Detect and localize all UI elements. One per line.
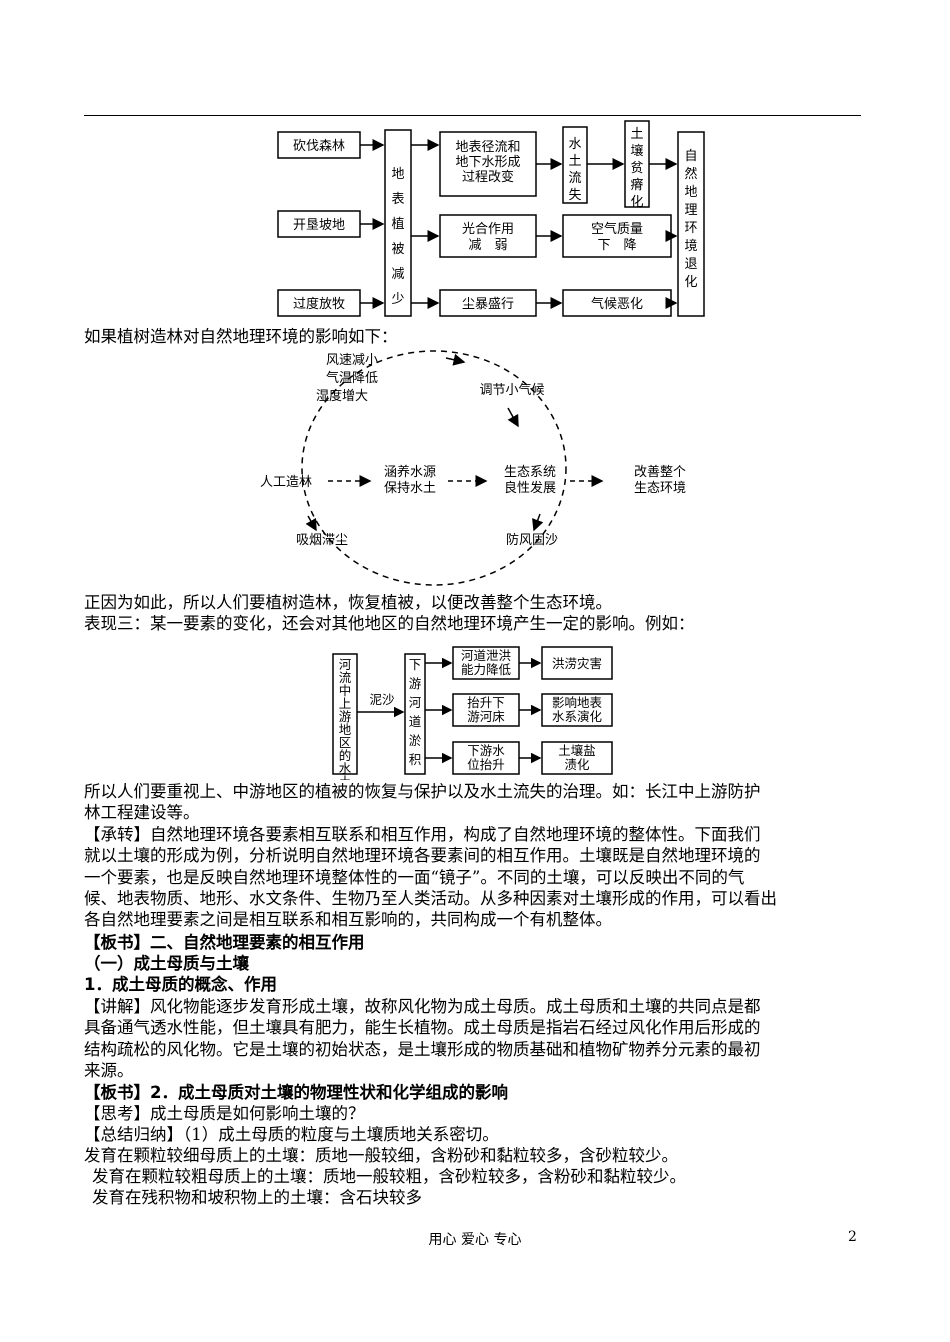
center-eco: 生态系统良性发展 xyxy=(504,465,556,496)
result-degradation: 自然地理环境退化 xyxy=(684,149,697,290)
line-coarse: 发育在颗粒较粗母质上的土壤：质地一般较粗，含砂粒较多，含粉砂和黏粒较少。 xyxy=(92,1167,686,1186)
paragraph-explain: 【讲解】风化物能逐步发育形成土壤，故称风化物为成土母质。成土母质和土壤的共同点是… xyxy=(84,997,761,1080)
c3-air: 空气质量下 降 xyxy=(591,221,643,253)
line-think: 【思考】成土母质是如何影响土壤的？ xyxy=(84,1104,365,1123)
mid-photo: 光合作用减 弱 xyxy=(462,222,514,253)
mid-flood-cap: 河道泄洪能力降低 xyxy=(461,648,512,677)
bottom-left-dust: 吸烟滞尘 xyxy=(296,533,348,548)
arrow-label-silt: 泥沙 xyxy=(369,692,395,707)
c3-erosion: 水土流失 xyxy=(568,137,581,203)
bottom-right-sand: 防风固沙 xyxy=(506,532,558,548)
downstream-deposition: 下游河道淤积 xyxy=(409,657,422,767)
top-left-effects: 风速减小气温降低湿度增大 xyxy=(316,353,378,404)
soil-infertile: 土壤贫瘠化 xyxy=(630,127,643,210)
heading-parent-material: （一）成土母质与土壤 xyxy=(84,954,249,973)
center-water: 涵养水源保持水土 xyxy=(384,464,436,496)
end-salinization: 土壤盐渍化 xyxy=(558,743,596,772)
top-right-effect: 调节小气候 xyxy=(479,382,544,398)
page-number: 2 xyxy=(848,1229,857,1245)
mid-dust: 尘暴盛行 xyxy=(462,297,514,312)
cause-deforest: 砍伐森林 xyxy=(293,139,345,154)
line-summary: 【总结归纳】（1）成土母质的粒度与土壤质地关系密切。 xyxy=(84,1125,499,1144)
line-fine: 发育在颗粒较细母质上的土壤：质地一般较细，含粉砂和黏粒较多，含砂粒较少。 xyxy=(84,1146,678,1165)
left-afforest: 人工造林 xyxy=(260,475,312,490)
line-forest: 如果植树造林对自然地理环境的影响如下： xyxy=(84,327,398,346)
cause-graze: 过度放牧 xyxy=(293,296,345,312)
heading-concept: 1．成土母质的概念、作用 xyxy=(84,975,277,994)
footer-text: 用心 爱心 专心 xyxy=(428,1232,522,1248)
line-biaoxian: 表现三：某一要素的变化，还会对其他地区的自然地理环境产生一定的影响。例如： xyxy=(84,614,695,633)
heading-board-2: 【板书】二、自然地理要素的相互作用 xyxy=(84,933,365,952)
center-vegetation-decrease: 地表植被减少 xyxy=(391,167,404,307)
heading-influence: 【板书】2．成土母质对土壤的物理性状和化学组成的影响 xyxy=(84,1083,508,1102)
mid-riverbed: 抬升下游河床 xyxy=(467,695,505,724)
degradation-flowchart: 砍伐森林 开垦坡地 过度放牧 地表径流和地下水形成过程改变 光合作用减 弱 尘暴… xyxy=(277,120,705,317)
mid-water-level: 下游水位抬升 xyxy=(467,743,505,772)
mid-runoff: 地表径流和地下水形成过程改变 xyxy=(455,140,520,185)
downstream-flowchart: 泥沙 河道泄洪能力降低 抬升下游河床 下游水位抬升 洪涝灾害 影响地表水系演化 … xyxy=(332,646,613,780)
paragraph-protection: 所以人们要重视上、中游地区的植被的恢复与保护以及水土流失的治理。如：长江中上游防… xyxy=(84,782,761,823)
line-residual: 发育在残积物和坡积物上的土壤：含石块较多 xyxy=(92,1188,422,1207)
cause-slope: 开垦坡地 xyxy=(293,218,345,233)
source-upstream-erosion: 河流中上游地区的水土流失 xyxy=(339,657,352,780)
header-rule xyxy=(84,115,861,116)
line-therefore: 正因为如此，所以人们要植树造林，恢复植被，以便改善整个生态环境。 xyxy=(84,593,612,612)
afforestation-cycle-diagram: 风速减小气温降低湿度增大 调节小气候 人工造林 涵养水源保持水土 生态系统良性发… xyxy=(260,350,686,586)
c3-climate: 气候恶化 xyxy=(591,296,643,312)
right-improve: 改善整个生态环境 xyxy=(634,464,686,496)
end-flood: 洪涝灾害 xyxy=(552,656,602,671)
paragraph-transition: 【承转】自然地理环境各要素相互联系和相互作用，构成了自然地理环境的整体性。下面我… xyxy=(84,825,777,930)
end-water-system: 影响地表水系演化 xyxy=(552,695,603,724)
